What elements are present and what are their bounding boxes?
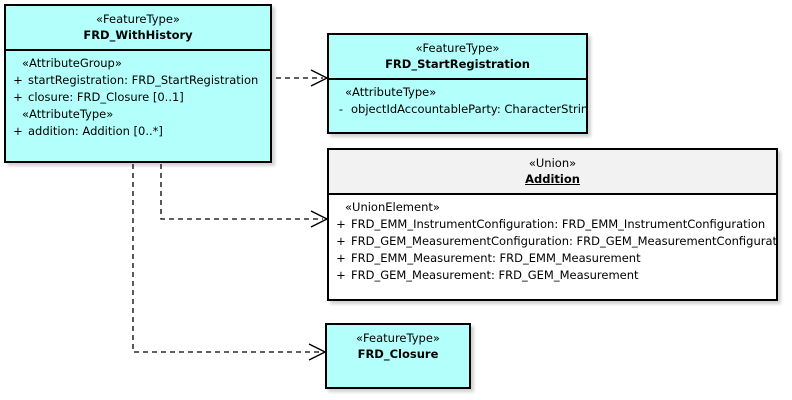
attribute-row[interactable]: + closure: FRD_Closure [0..1] — [8, 89, 268, 106]
class-box-frd-withhistory[interactable]: «FeatureType» FRD_WithHistory «Attribute… — [4, 4, 272, 163]
attribute-visibility: + — [13, 73, 23, 87]
attribute-row[interactable]: + FRD_GEM_Measurement: FRD_GEM_Measureme… — [331, 267, 774, 284]
attribute-label: FRD_GEM_Measurement: FRD_GEM_Measurement — [351, 268, 639, 282]
connector-dep-startregistration[interactable] — [276, 69, 329, 87]
attribute-row[interactable]: + addition: Addition [0..*] — [8, 123, 268, 140]
class-box-addition[interactable]: «Union» Addition «UnionElement» + FRD_EM… — [327, 148, 778, 301]
attribute-visibility: + — [336, 268, 346, 282]
class-title: FRD_Closure — [357, 347, 439, 361]
attribute-label: addition: Addition [0..*] — [28, 124, 163, 138]
class-attributes: «AttributeGroup» + startRegistration: FR… — [6, 51, 270, 144]
attribute-label: objectIdAccountableParty: CharacterStrin… — [351, 102, 588, 116]
class-attributes: «UnionElement» + FRD_EMM_InstrumentConfi… — [329, 195, 776, 288]
connector-dep-addition[interactable] — [160, 164, 329, 228]
class-title: Addition — [525, 172, 580, 186]
class-stereotype: «FeatureType» — [356, 331, 440, 345]
attribute-row[interactable]: + FRD_EMM_Measurement: FRD_EMM_Measureme… — [331, 250, 774, 267]
attribute-visibility: - — [338, 102, 344, 116]
class-box-frd-startregistration[interactable]: «FeatureType» FRD_StartRegistration «Att… — [327, 33, 588, 134]
class-header: «FeatureType» FRD_Closure — [327, 325, 469, 368]
attribute-label: FRD_EMM_InstrumentConfiguration: FRD_EMM… — [351, 217, 766, 231]
attribute-label: FRD_GEM_MeasurementConfiguration: FRD_GE… — [351, 234, 778, 248]
class-box-frd-closure[interactable]: «FeatureType» FRD_Closure — [325, 323, 471, 389]
attribute-row[interactable]: + startRegistration: FRD_StartRegistrati… — [8, 72, 268, 89]
attribute-visibility: + — [336, 234, 346, 248]
attribute-row[interactable]: + FRD_EMM_InstrumentConfiguration: FRD_E… — [331, 216, 774, 233]
class-attributes: «AttributeType» - objectIdAccountablePar… — [329, 80, 586, 122]
attribute-visibility: + — [13, 124, 23, 138]
class-stereotype: «FeatureType» — [96, 12, 180, 26]
attribute-label: closure: FRD_Closure [0..1] — [28, 90, 184, 104]
attribute-group-label: «AttributeType» — [345, 85, 437, 99]
attribute-row[interactable]: + FRD_GEM_MeasurementConfiguration: FRD_… — [331, 233, 776, 250]
class-header: «Union» Addition — [329, 150, 776, 195]
class-title: FRD_WithHistory — [83, 28, 193, 42]
attribute-visibility: + — [336, 251, 346, 265]
class-header: «FeatureType» FRD_StartRegistration — [329, 35, 586, 80]
attribute-label: startRegistration: FRD_StartRegistration — [28, 73, 259, 87]
attribute-visibility: + — [13, 90, 23, 104]
attribute-group-label: «UnionElement» — [345, 200, 440, 214]
connector-dep-closure[interactable] — [132, 164, 327, 361]
attribute-row[interactable]: - objectIdAccountableParty: CharacterStr… — [331, 101, 586, 118]
attribute-label: FRD_EMM_Measurement: FRD_EMM_Measurement — [351, 251, 641, 265]
class-stereotype: «FeatureType» — [415, 41, 500, 55]
attribute-visibility: + — [336, 217, 346, 231]
class-header: «FeatureType» FRD_WithHistory — [6, 6, 270, 51]
attribute-group-label: «AttributeGroup» — [22, 56, 122, 70]
class-title: FRD_StartRegistration — [385, 57, 530, 71]
class-stereotype: «Union» — [528, 156, 577, 170]
attribute-group-label: «AttributeType» — [22, 107, 114, 121]
